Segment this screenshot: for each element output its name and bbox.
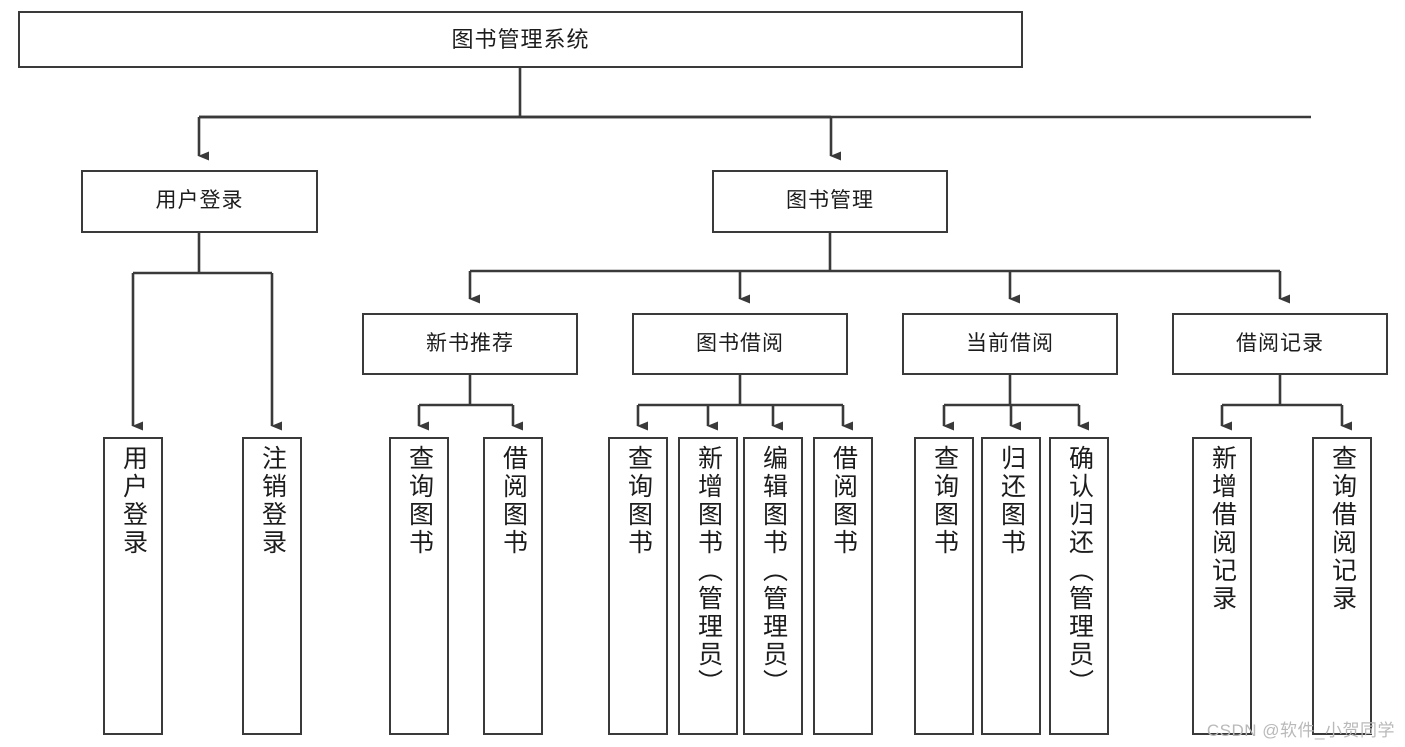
node-label: 用户登录 xyxy=(119,445,148,557)
leaf-borrow-book-recommend[interactable]: 借阅图书 xyxy=(483,437,543,735)
leaf-query-book-recommend[interactable]: 查询图书 xyxy=(389,437,449,735)
node-label: 注销登录 xyxy=(258,445,287,557)
node-label: 图书管理系统 xyxy=(451,26,590,52)
csdn-watermark: CSDN @软件_小贺同学 xyxy=(1206,721,1395,740)
node-label: 查询借阅记录 xyxy=(1328,445,1357,613)
leaf-add-book-admin[interactable]: 新增图书（管理员） xyxy=(678,437,738,735)
node-label: 查询图书 xyxy=(930,445,959,557)
leaf-user-login[interactable]: 用户登录 xyxy=(103,437,163,735)
leaf-add-borrow-record[interactable]: 新增借阅记录 xyxy=(1192,437,1252,735)
leaf-borrow-book[interactable]: 借阅图书 xyxy=(813,437,873,735)
node-label: 借阅记录 xyxy=(1236,331,1324,355)
node-label: 当前借阅 xyxy=(966,331,1054,355)
leaf-confirm-return-admin[interactable]: 确认归还（管理员） xyxy=(1049,437,1109,735)
node-label: 新增借阅记录 xyxy=(1208,445,1237,613)
node-label: 借阅图书 xyxy=(499,445,528,557)
leaf-edit-book-admin[interactable]: 编辑图书（管理员） xyxy=(743,437,803,735)
node-book-borrow[interactable]: 图书借阅 xyxy=(632,313,848,375)
node-user-login[interactable]: 用户登录 xyxy=(81,170,318,233)
node-label: 查询图书 xyxy=(624,445,653,557)
leaf-query-book-current[interactable]: 查询图书 xyxy=(914,437,974,735)
node-new-book-recommend[interactable]: 新书推荐 xyxy=(362,313,578,375)
node-label: 确认归还（管理员） xyxy=(1065,445,1094,697)
node-borrow-record[interactable]: 借阅记录 xyxy=(1172,313,1388,375)
node-label: 新增图书（管理员） xyxy=(694,445,723,697)
leaf-query-borrow-record[interactable]: 查询借阅记录 xyxy=(1312,437,1372,735)
leaf-logout-login[interactable]: 注销登录 xyxy=(242,437,302,735)
node-label: 查询图书 xyxy=(405,445,434,557)
node-current-borrow[interactable]: 当前借阅 xyxy=(902,313,1118,375)
node-label: 图书借阅 xyxy=(696,331,784,355)
node-label: 图书管理 xyxy=(786,189,874,213)
node-book-management[interactable]: 图书管理 xyxy=(712,170,948,233)
node-label: 用户登录 xyxy=(155,189,244,213)
leaf-query-book-borrow[interactable]: 查询图书 xyxy=(608,437,668,735)
leaf-return-book[interactable]: 归还图书 xyxy=(981,437,1041,735)
node-label: 新书推荐 xyxy=(426,331,514,355)
node-label: 借阅图书 xyxy=(829,445,858,557)
node-label: 编辑图书（管理员） xyxy=(759,445,788,697)
node-label: 归还图书 xyxy=(997,445,1026,557)
node-root-book-management-system[interactable]: 图书管理系统 xyxy=(18,11,1023,68)
